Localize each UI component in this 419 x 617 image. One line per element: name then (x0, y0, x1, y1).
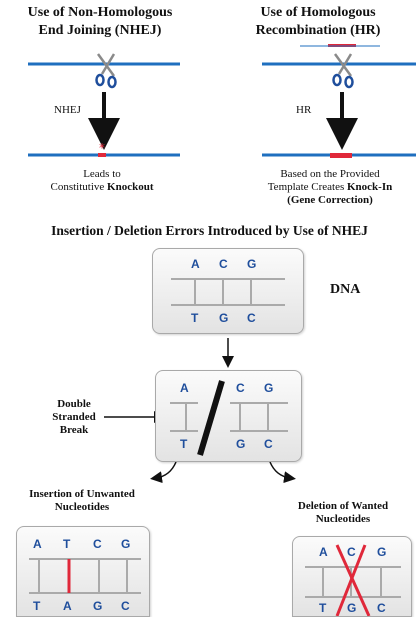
nhej-result: Leads to Constitutive Knockout (2, 168, 202, 194)
dna-top-base: G (247, 257, 257, 271)
deletion-top-base: C (347, 545, 356, 559)
nhej-arrow-label: NHEJ (54, 104, 81, 116)
break-label-line: Double (57, 398, 91, 410)
dna-box: A C G T G C (152, 248, 304, 334)
hr-result: Based on the Provided Template Creates K… (240, 168, 419, 207)
deletion-bottom-base: G (347, 601, 357, 615)
nhej-scissors-icon (95, 53, 117, 89)
break-label: Double Stranded Break (34, 398, 114, 437)
insertion-label-line: Insertion of Unwanted (29, 488, 135, 500)
hr-title-line2: Recombination (HR) (255, 23, 381, 38)
deletion-bottom-base: C (377, 601, 386, 615)
break-label-line: Stranded (52, 411, 96, 423)
deletion-box-ladder (305, 544, 401, 616)
insertion-bottom-base: T (33, 599, 41, 613)
hr-title-line1: Use of Homologous (260, 5, 376, 20)
hr-title: Use of Homologous Recombination (HR) (218, 4, 418, 40)
hr-result-bold: Knock-In (347, 181, 393, 193)
nhej-result-bold: Knockout (107, 181, 154, 193)
insertion-bottom-base: A (63, 599, 72, 613)
break-slash (197, 380, 225, 456)
nhej-result-line2: Constitutive Knockout (2, 181, 202, 194)
break-bottom-base: C (264, 437, 273, 451)
nhej-title-line1: Use of Non-Homologous (27, 5, 173, 20)
dna-top-base: C (219, 257, 228, 271)
dna-top-base: A (191, 257, 200, 271)
insertion-box-ladder (29, 558, 141, 594)
deletion-bottom-base: T (319, 601, 327, 615)
deletion-cross (335, 544, 367, 616)
section-title: Insertion / Deletion Errors Introduced b… (51, 223, 368, 238)
nhej-title: Use of Non-Homologous End Joining (NHEJ) (0, 4, 200, 40)
insertion-bottom-base: G (93, 599, 103, 613)
insertion-label-line: Nucleotides (54, 501, 110, 513)
hr-result-line2: Template Creates Knock-In (240, 181, 419, 194)
break-top-base: C (236, 381, 245, 395)
insertion-top-base: G (121, 537, 131, 551)
nhej-title-line2: End Joining (NHEJ) (38, 23, 162, 38)
break-bottom-base: G (236, 437, 246, 451)
deletion-top-base: A (319, 545, 328, 559)
break-top-base: G (264, 381, 274, 395)
insertion-box: A T C G T A G C (16, 526, 150, 617)
insertion-top-base: A (33, 537, 42, 551)
deletion-label-line: Nucleotides (315, 513, 371, 525)
insertion-bottom-base: C (121, 599, 130, 613)
deletion-cross (335, 544, 371, 616)
break-box-ladder (170, 380, 288, 456)
hr-result-line3: (Gene Correction) (287, 194, 373, 206)
nhej-result-prefix: Constitutive (50, 181, 108, 193)
insertion-top-base: T (63, 537, 71, 551)
break-box: A C G T G C (155, 370, 302, 462)
hr-result-line1: Based on the Provided (280, 168, 380, 180)
break-label-line: Break (59, 424, 89, 436)
deletion-label: Deletion of Wanted Nucleotides (268, 500, 418, 526)
to-deletion-arrow (269, 461, 296, 484)
nhej-mutation-marker: * (99, 141, 105, 155)
hr-scissors-icon (332, 53, 354, 89)
break-bottom-base: T (180, 437, 188, 451)
dna-label: DNA (330, 282, 361, 297)
dna-bottom-base: T (191, 311, 199, 325)
deletion-top-base: G (377, 545, 387, 559)
break-top-base: A (180, 381, 189, 395)
dna-bottom-base: C (247, 311, 256, 325)
dna-box-ladder (171, 278, 285, 306)
deletion-box: A C G T G C (292, 536, 412, 617)
to-insertion-arrow (150, 461, 177, 484)
hr-insert-site (330, 153, 352, 158)
dna-bottom-base: G (219, 311, 229, 325)
hr-result-prefix: Template Creates (267, 181, 347, 193)
insertion-label: Insertion of Unwanted Nucleotides (2, 488, 162, 514)
insertion-top-base: C (93, 537, 102, 551)
hr-arrow-label: HR (296, 104, 312, 116)
deletion-label-line: Deletion of Wanted (297, 500, 389, 512)
nhej-result-line1: Leads to (83, 168, 121, 180)
nhej-mutation-site (98, 153, 106, 157)
